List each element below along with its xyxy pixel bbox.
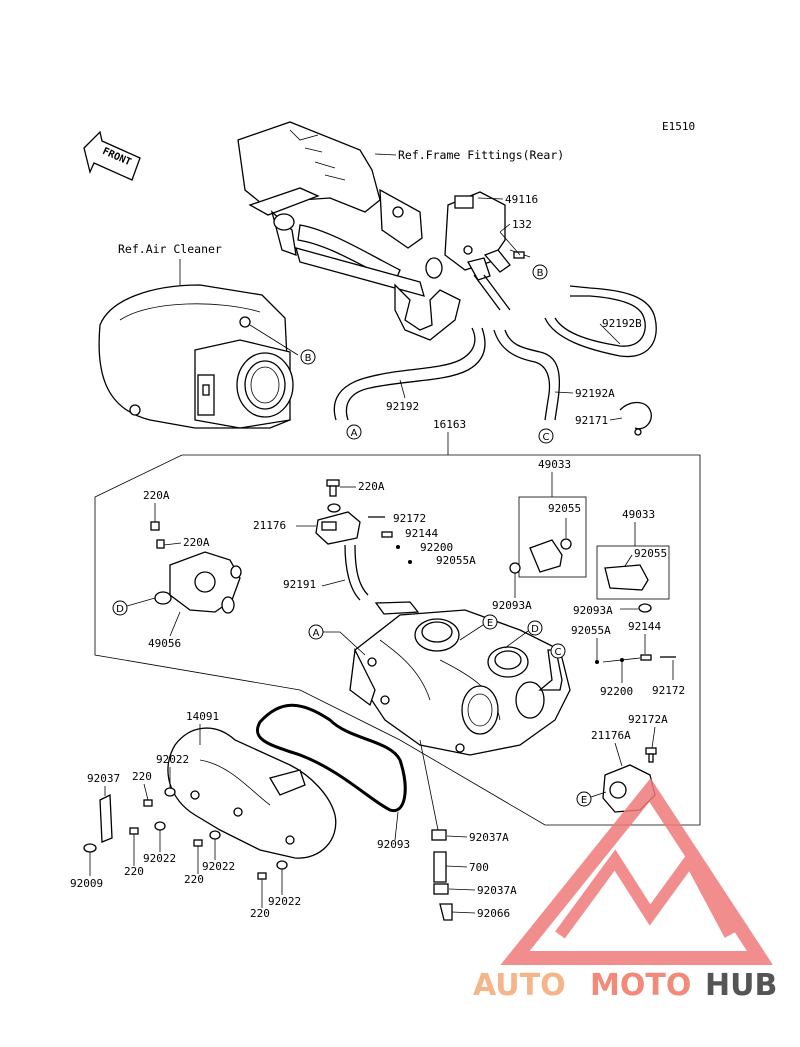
part-49033-b: 49033 xyxy=(622,508,655,521)
svg-text:A: A xyxy=(313,628,320,639)
svg-text:D: D xyxy=(531,624,539,635)
part-92055-a: 92055 xyxy=(548,502,581,515)
svg-text:E: E xyxy=(487,618,493,629)
part-49056: 49056 xyxy=(148,637,181,650)
part-49116: 49116 xyxy=(505,193,538,206)
part-14091: 14091 xyxy=(186,710,219,723)
part-92066: 92066 xyxy=(477,907,510,920)
part-220A-b: 220A xyxy=(183,536,210,549)
part-49033-a: 49033 xyxy=(538,458,571,471)
sensor-21176-drawing xyxy=(315,511,361,545)
callout-E-mid: E xyxy=(482,614,498,630)
part-21176: 21176 xyxy=(253,519,286,532)
part-220-c: 220 xyxy=(184,873,204,886)
part-92093A-b: 92093A xyxy=(573,604,613,617)
front-arrow-icon: FRONT xyxy=(83,130,141,181)
svg-text:E: E xyxy=(581,795,587,806)
assembly-boundary xyxy=(94,454,701,826)
part-92037: 92037 xyxy=(87,772,120,785)
part-92192A: 92192A xyxy=(575,387,615,400)
part-92172-b: 92172 xyxy=(652,684,685,697)
belt-drawing xyxy=(256,703,407,813)
frame-fittings-drawing xyxy=(237,121,461,341)
svg-text:HUB: HUB xyxy=(705,968,777,1003)
callout-B-cleaner: B xyxy=(300,349,316,365)
part-92022-d: 92022 xyxy=(268,895,301,908)
diagram-code: E1510 xyxy=(662,120,695,133)
callout-E-right: E xyxy=(576,791,592,807)
callout-A-top: A xyxy=(346,424,362,440)
part-21176A: 21176A xyxy=(591,729,631,742)
cover-14091-drawing xyxy=(167,727,337,859)
svg-text:B: B xyxy=(537,268,544,279)
part-220A-c: 220A xyxy=(358,480,385,493)
callout-D-mid: D xyxy=(527,620,543,636)
part-92200-a: 92200 xyxy=(420,541,453,554)
ref-air-cleaner: Ref.Air Cleaner xyxy=(118,242,222,256)
throttle-body-drawing xyxy=(349,601,571,756)
part-92055A-a: 92055A xyxy=(436,554,476,567)
part-92037A-b: 92037A xyxy=(477,884,517,897)
part-92144-a: 92144 xyxy=(405,527,438,540)
ref-frame-fittings: Ref.Frame Fittings(Rear) xyxy=(398,148,564,162)
part-92022-c: 92022 xyxy=(202,860,235,873)
watermark-logo xyxy=(500,778,773,965)
injector-box-1 xyxy=(518,496,587,578)
part-92022-a: 92022 xyxy=(156,753,189,766)
svg-text:AUTO: AUTO xyxy=(473,968,566,1003)
svg-text:C: C xyxy=(555,647,562,658)
part-92171: 92171 xyxy=(575,414,608,427)
part-92022-b: 92022 xyxy=(143,852,176,865)
callout-B-top: B xyxy=(532,264,548,280)
part-92009: 92009 xyxy=(70,877,103,890)
part-220-a: 220 xyxy=(132,770,152,783)
part-220-b: 220 xyxy=(124,865,144,878)
part-700: 700 xyxy=(469,861,489,874)
part-92192B: 92192B xyxy=(602,317,642,330)
svg-text:D: D xyxy=(116,604,124,615)
part-220-d: 220 xyxy=(250,907,270,920)
part-132: 132 xyxy=(512,218,532,231)
injector-2-drawing xyxy=(604,554,649,591)
part-92172A: 92172A xyxy=(628,713,668,726)
svg-text:A: A xyxy=(351,428,358,439)
air-cleaner-drawing xyxy=(98,284,294,429)
part-92191: 92191 xyxy=(283,578,316,591)
injector-box-2 xyxy=(596,545,670,600)
part-92093A-a: 92093A xyxy=(492,599,532,612)
callout-C-top: C xyxy=(538,428,554,444)
part-16163: 16163 xyxy=(433,418,466,431)
part-92144-b: 92144 xyxy=(628,620,661,633)
svg-text:C: C xyxy=(543,432,550,443)
callout-D-left: D xyxy=(112,600,128,616)
callout-A-mid: A xyxy=(308,624,324,640)
part-92055A-b: 92055A xyxy=(571,624,611,637)
injector-1-drawing xyxy=(529,518,572,573)
part-92093: 92093 xyxy=(377,838,410,851)
part-92037A-a: 92037A xyxy=(469,831,509,844)
valve-assembly-drawing xyxy=(444,191,531,281)
hoses-drawing xyxy=(333,274,657,436)
watermark-text: AUTO MOTO HUB xyxy=(473,968,777,1003)
fitting-49056-drawing xyxy=(154,551,242,614)
part-92200-b: 92200 xyxy=(600,685,633,698)
svg-text:B: B xyxy=(305,353,312,364)
part-92192: 92192 xyxy=(386,400,419,413)
callout-C-mid: C xyxy=(550,643,566,659)
part-220A-a: 220A xyxy=(143,489,170,502)
part-92172-a: 92172 xyxy=(393,512,426,525)
svg-text:MOTO: MOTO xyxy=(590,968,691,1003)
part-92055-b: 92055 xyxy=(634,547,667,560)
